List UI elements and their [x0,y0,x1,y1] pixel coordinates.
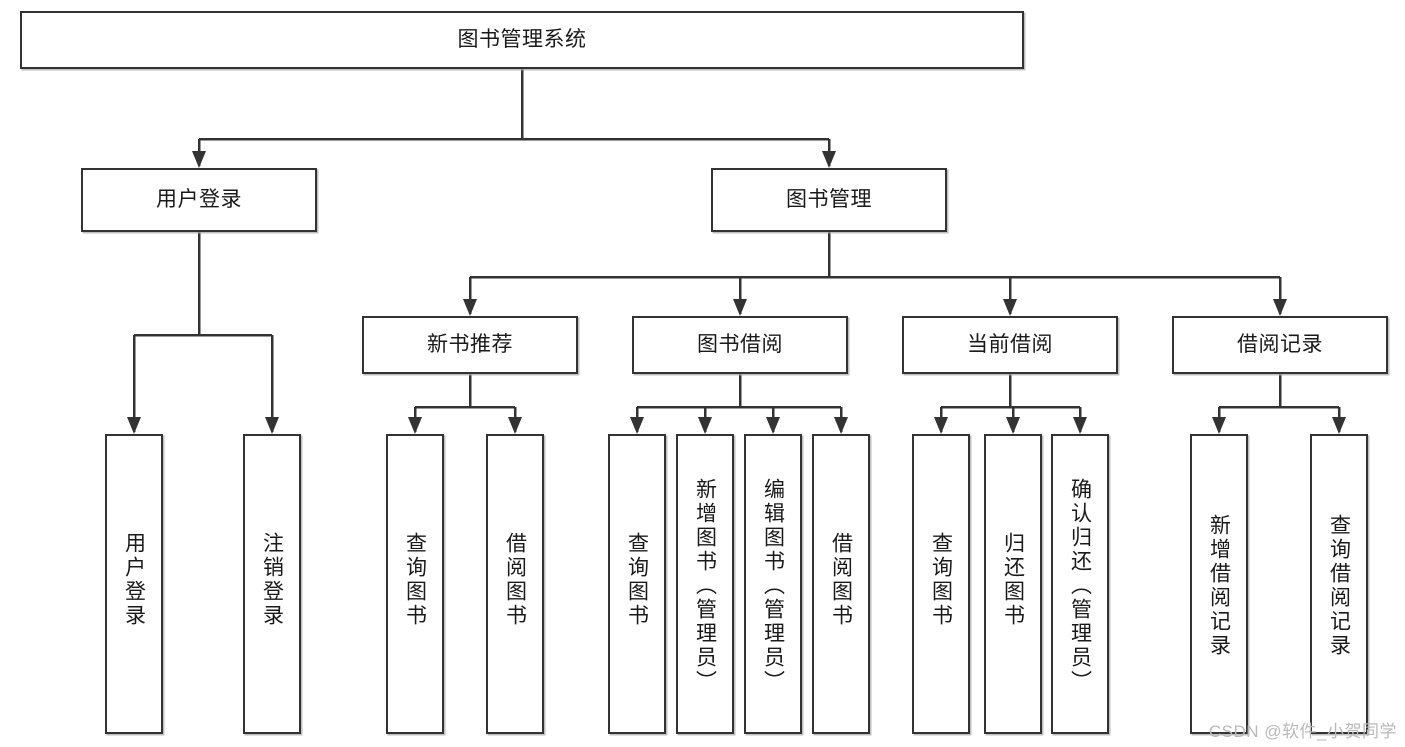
node-label: 当前借阅 [967,332,1053,356]
node-label: 查询借阅记录 [1327,514,1351,658]
node-label: 查询图书 [929,532,953,628]
node-label: 注销登录 [260,532,284,628]
node-leaf-user-login[interactable]: 用户登录 [105,434,163,734]
connector-conn-user-login [127,232,279,434]
node-current-borrow[interactable]: 当前借阅 [902,316,1118,374]
node-label: 用户登录 [122,532,146,628]
node-leaf-logout[interactable]: 注销登录 [243,434,301,734]
node-root[interactable]: 图书管理系统 [20,11,1024,69]
node-label: 查询图书 [403,532,427,628]
node-label: 借阅图书 [503,532,527,628]
node-leaf-return-book[interactable]: 归还图书 [984,434,1042,734]
connector-conn-current-borrow [934,374,1087,434]
connector-conn-borrow-record [1212,374,1346,434]
node-borrow-record[interactable]: 借阅记录 [1172,316,1388,374]
node-label: 借阅记录 [1237,332,1323,356]
node-label: 借阅图书 [829,532,853,628]
node-label: 图书管理系统 [457,27,587,51]
node-leaf-query-book-cur[interactable]: 查询图书 [912,434,970,734]
node-leaf-query-record[interactable]: 查询借阅记录 [1310,434,1368,734]
node-new-book-recommend[interactable]: 新书推荐 [362,316,578,374]
node-leaf-borrow-book-rec[interactable]: 借阅图书 [486,434,544,734]
node-label: 编辑图书（管理员） [761,478,785,694]
connector-conn-book-borrow [630,374,848,434]
connector-conn-book-manage [463,232,1287,316]
node-leaf-add-record[interactable]: 新增借阅记录 [1190,434,1248,734]
node-label: 确认归还（管理员） [1068,478,1092,694]
node-leaf-confirm-return[interactable]: 确认归还（管理员） [1051,434,1109,734]
node-leaf-add-book[interactable]: 新增图书（管理员） [676,434,734,734]
node-label: 新书推荐 [427,332,513,356]
node-leaf-query-book-bor[interactable]: 查询图书 [608,434,666,734]
node-label: 图书借阅 [697,332,783,356]
node-label: 查询图书 [625,532,649,628]
node-book-borrow[interactable]: 图书借阅 [632,316,848,374]
watermark: CSDN @软件_小贺同学 [1208,722,1397,741]
node-label: 新增图书（管理员） [693,478,717,694]
node-label: 用户登录 [156,187,242,211]
node-user-login[interactable]: 用户登录 [81,168,317,232]
node-leaf-query-book-rec[interactable]: 查询图书 [386,434,444,734]
node-leaf-borrow-book-bor[interactable]: 借阅图书 [812,434,870,734]
node-leaf-edit-book[interactable]: 编辑图书（管理员） [744,434,802,734]
node-label: 图书管理 [786,187,872,211]
node-book-manage[interactable]: 图书管理 [711,168,947,232]
connector-conn-new-book [408,374,522,434]
node-label: 归还图书 [1001,532,1025,628]
node-label: 新增借阅记录 [1207,514,1231,658]
connector-conn-root [192,69,836,168]
